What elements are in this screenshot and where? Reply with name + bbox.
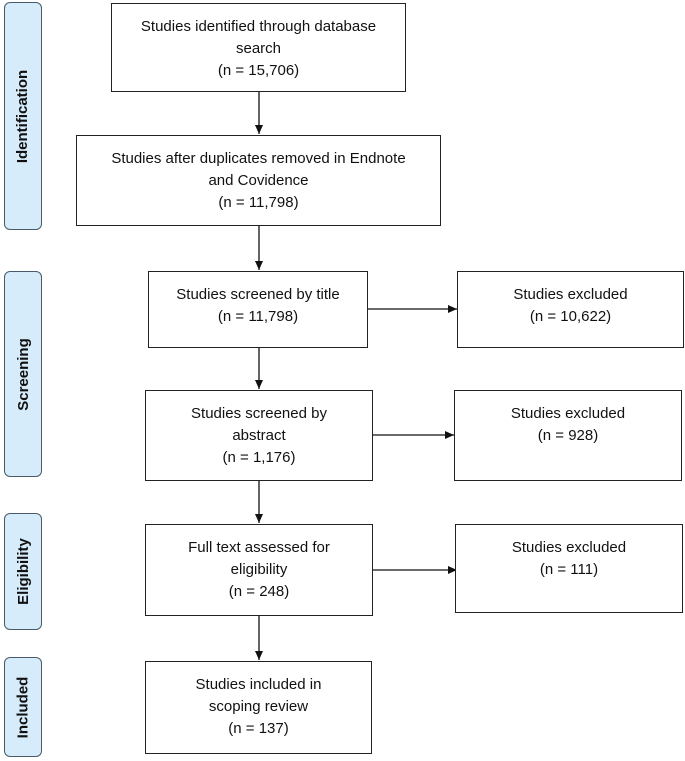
box-excluded-title-count: (n = 10,622): [529, 308, 612, 325]
box-database-search-line1: Studies identified through database: [140, 18, 377, 35]
box-duplicates-removed: Studies after duplicates removed in Endn…: [76, 135, 441, 226]
box-full-text-line1: Full text assessed for: [188, 539, 330, 556]
phase-identification: Identification: [4, 2, 42, 230]
phase-eligibility: Eligibility: [4, 513, 42, 630]
box-included-review-line1: Studies included in: [195, 676, 322, 693]
box-screened-title: Studies screened by title (n = 11,798): [148, 271, 368, 348]
box-screened-abstract-line2: abstract: [232, 427, 286, 444]
phase-screening: Screening: [4, 271, 42, 477]
box-full-text-line2: eligibility: [230, 561, 288, 578]
box-screened-title-line1: Studies screened by title: [176, 286, 340, 303]
box-screened-title-count: (n = 11,798): [217, 308, 299, 325]
box-included-review-line2: scoping review: [208, 698, 309, 715]
box-screened-abstract-count: (n = 1,176): [222, 449, 296, 466]
box-full-text: Full text assessed for eligibility (n = …: [145, 524, 373, 616]
box-excluded-full-text-line1: Studies excluded: [511, 539, 627, 556]
box-duplicates-removed-count: (n = 11,798): [218, 194, 299, 211]
box-included-review-count: (n = 137): [228, 720, 289, 737]
box-screened-abstract-line1: Studies screened by: [191, 405, 327, 422]
box-excluded-title: Studies excluded (n = 10,622): [457, 271, 684, 348]
box-excluded-full-text-count: (n = 111): [539, 561, 599, 578]
box-database-search-count: (n = 15,706): [217, 62, 300, 79]
box-full-text-count: (n = 248): [228, 583, 290, 600]
box-excluded-title-line1: Studies excluded: [513, 286, 628, 303]
box-screened-abstract: Studies screened by abstract (n = 1,176): [145, 390, 373, 481]
box-database-search: Studies identified through database sear…: [111, 3, 406, 92]
box-database-search-line2: search: [235, 40, 282, 57]
box-excluded-abstract: Studies excluded (n = 928): [454, 390, 682, 481]
box-duplicates-removed-line2: and Covidence: [208, 172, 309, 189]
box-excluded-abstract-count: (n = 928): [537, 427, 599, 444]
box-excluded-abstract-line1: Studies excluded: [510, 405, 626, 422]
box-included-review: Studies included in scoping review (n = …: [145, 661, 372, 754]
box-duplicates-removed-line1: Studies after duplicates removed in Endn…: [111, 150, 406, 167]
box-excluded-full-text: Studies excluded (n = 111): [455, 524, 683, 613]
phase-included: Included: [4, 657, 42, 757]
